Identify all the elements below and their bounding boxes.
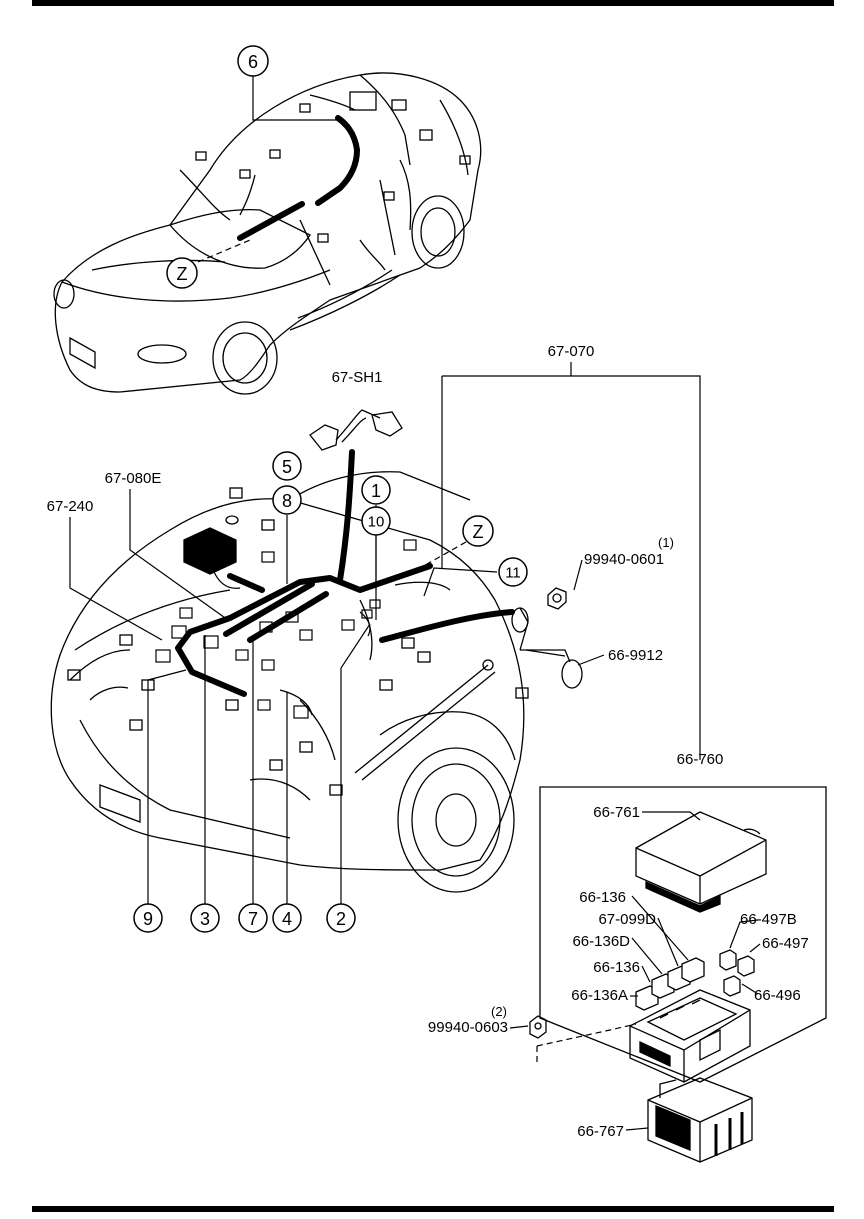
label-qty-0603: (2) bbox=[491, 1004, 507, 1019]
label-66-9912: 66-9912 bbox=[608, 647, 663, 664]
callout-4: 4 bbox=[282, 909, 292, 929]
callout-7: 7 bbox=[248, 909, 258, 929]
label-66-136d: 66-136D bbox=[572, 933, 630, 950]
car-interior-view bbox=[53, 72, 482, 395]
callout-circle-6 bbox=[237, 45, 269, 77]
label-99940-0603: 99940-0603 bbox=[428, 1019, 508, 1036]
callout-6: 6 bbox=[248, 52, 258, 72]
callout-3: 3 bbox=[200, 909, 210, 929]
label-66-760: 66-760 bbox=[677, 751, 724, 768]
view-marker-top: Z bbox=[177, 264, 188, 284]
label-67-070: 67-070 bbox=[548, 343, 595, 360]
bottom-border-rule bbox=[32, 1206, 834, 1212]
label-66-136-mid: 66-136 bbox=[593, 959, 640, 976]
label-67-240: 67-240 bbox=[47, 498, 94, 515]
view-marker-lower: Z bbox=[473, 522, 484, 542]
engine-harness-detail bbox=[155, 539, 417, 719]
fuses-group bbox=[635, 949, 755, 1011]
label-66-497b: 66-497B bbox=[740, 911, 797, 928]
label-66-136a: 66-136A bbox=[571, 987, 628, 1004]
callout-2: 2 bbox=[336, 909, 346, 929]
fuse-box-panel bbox=[509, 786, 827, 1163]
top-border-rule bbox=[32, 0, 834, 6]
label-67-sh1: 67-SH1 bbox=[332, 369, 383, 386]
label-66-496: 66-496 bbox=[754, 987, 801, 1004]
view-marker-circle-top bbox=[166, 257, 198, 289]
label-66-767: 66-767 bbox=[577, 1123, 624, 1140]
panel-leaders bbox=[509, 811, 761, 1131]
label-67-080e: 67-080E bbox=[105, 470, 162, 487]
engine-harness-bold bbox=[175, 449, 515, 697]
label-67-099d: 67-099D bbox=[598, 911, 656, 928]
callout-10: 10 bbox=[368, 514, 385, 531]
top-leaders bbox=[197, 76, 338, 263]
case-66-767 bbox=[647, 1077, 753, 1163]
car-engine-room-view bbox=[50, 471, 529, 893]
battery-cable-66-9912 bbox=[511, 607, 583, 689]
callout-5: 5 bbox=[282, 457, 292, 477]
label-66-136-top: 66-136 bbox=[579, 889, 626, 906]
lower-callouts bbox=[133, 451, 528, 933]
nut-99940-0603 bbox=[529, 1015, 547, 1039]
engine-leaders bbox=[69, 362, 701, 905]
label-qty-0601: (1) bbox=[658, 535, 674, 550]
label-66-761: 66-761 bbox=[593, 804, 640, 821]
callout-8: 8 bbox=[282, 491, 292, 511]
callout-11: 11 bbox=[505, 565, 521, 582]
label-99940-0601: 99940-0601 bbox=[584, 551, 664, 568]
interior-harness-6 bbox=[237, 115, 361, 241]
assembly-dash-1 bbox=[536, 1023, 637, 1047]
cover-66-761 bbox=[635, 811, 767, 913]
callout-9: 9 bbox=[143, 909, 153, 929]
label-66-497: 66-497 bbox=[762, 935, 809, 952]
harness-67-sh1 bbox=[309, 409, 403, 451]
callout-1: 1 bbox=[371, 481, 381, 501]
nut-99940-0601 bbox=[547, 587, 567, 610]
fuse-block-body bbox=[629, 989, 751, 1083]
